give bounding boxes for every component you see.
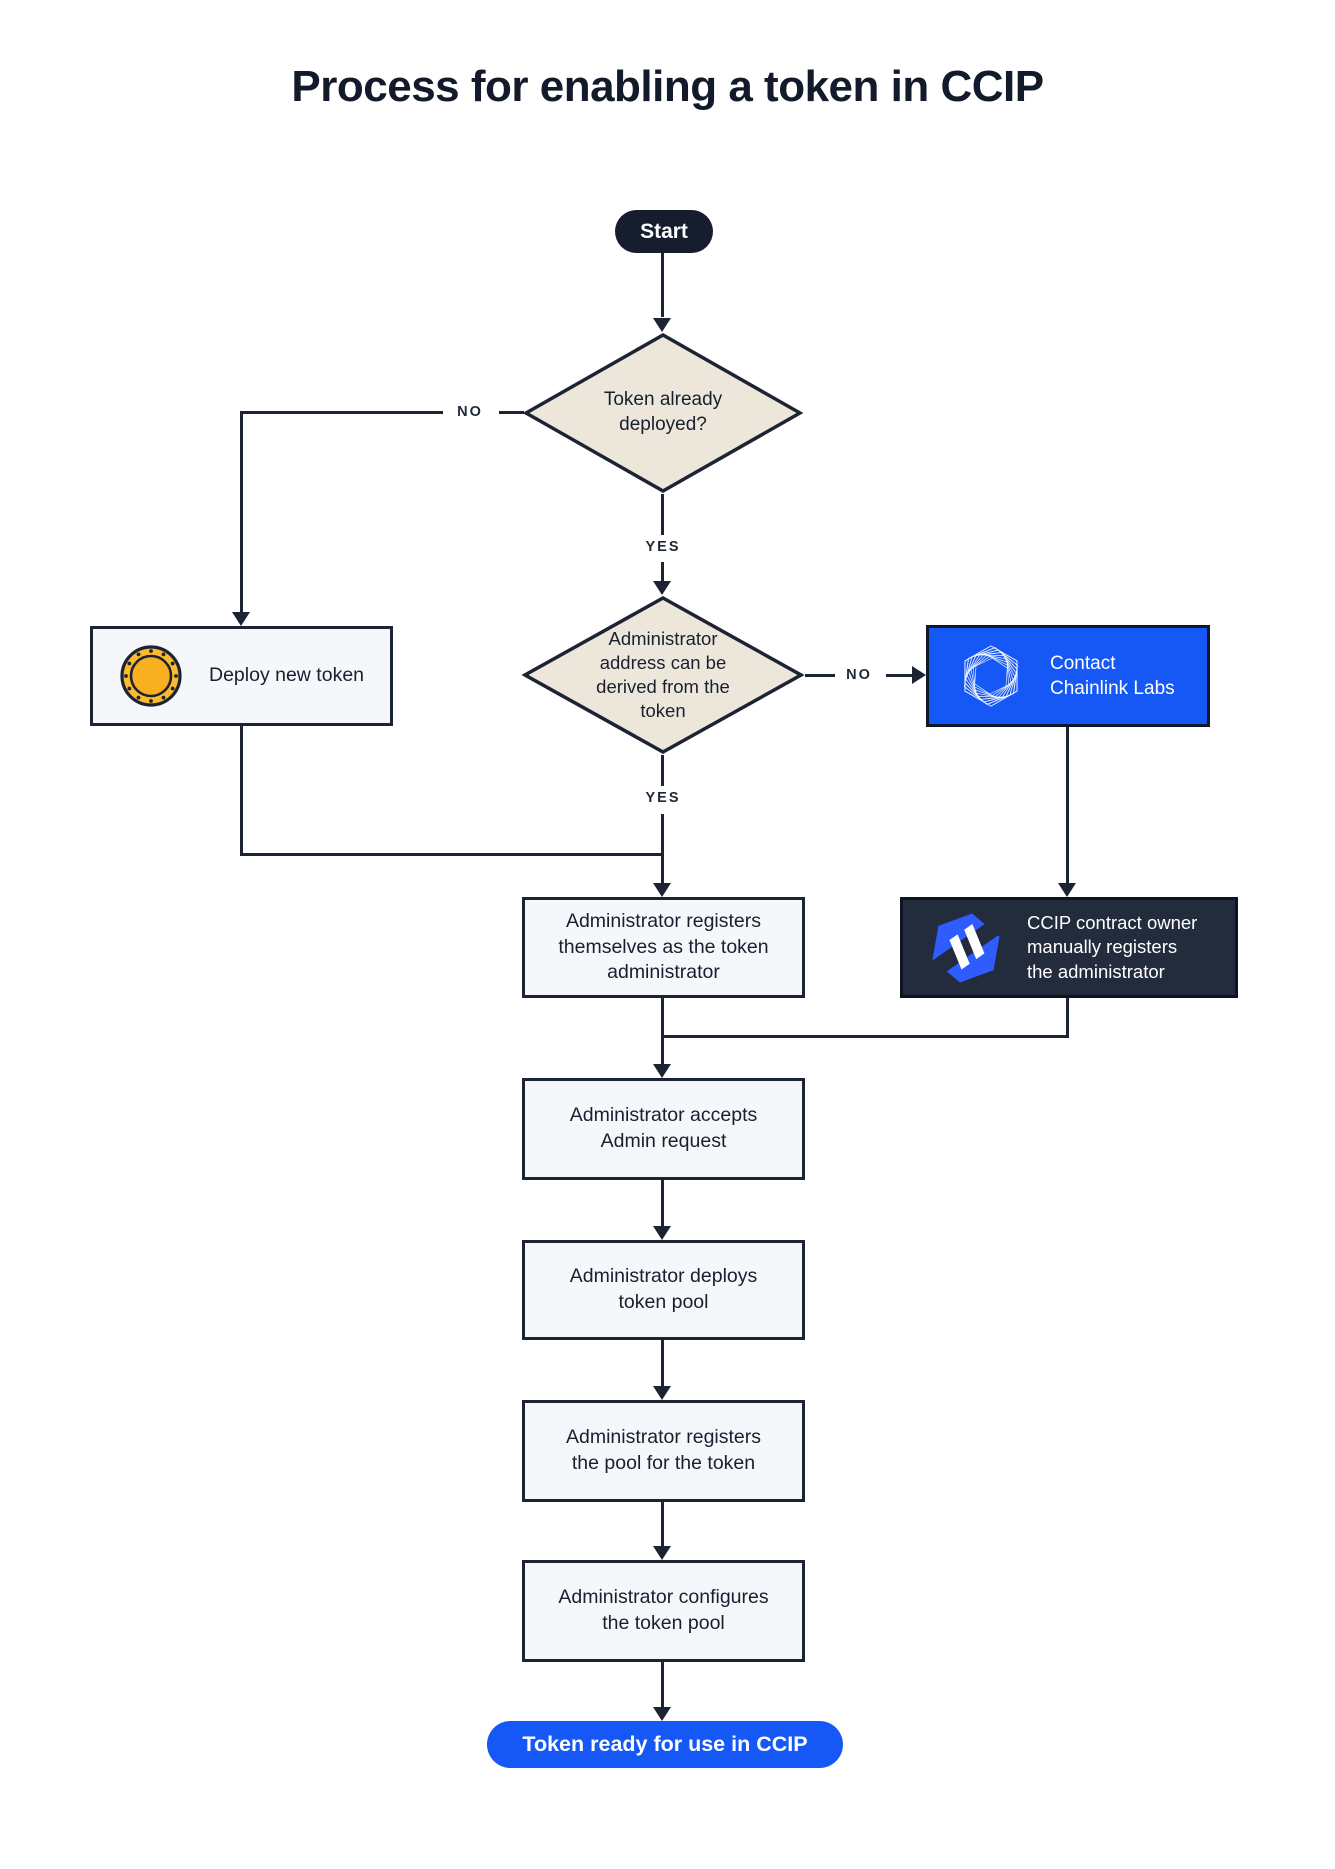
arrowhead-down (653, 1226, 671, 1240)
connector (661, 1035, 1069, 1038)
token-coin-icon (120, 645, 182, 707)
connector (661, 755, 664, 786)
arrowhead-down (653, 581, 671, 595)
edge-label-no: NO (444, 403, 496, 421)
connector (661, 1180, 664, 1226)
decision-token-deployed: Token already deployed? (523, 332, 803, 494)
decision-admin-derivable-label: Administrator address can be derived fro… (596, 627, 730, 722)
connector (661, 1340, 664, 1386)
decision-token-deployed-label: Token already deployed? (603, 389, 723, 435)
connector (241, 411, 443, 414)
process-admin-accepts: Administrator accepts Admin request (522, 1078, 805, 1180)
start-label: Start (640, 219, 688, 243)
process-deploy-new-token-label: Deploy new token (209, 664, 365, 687)
chainlink-spiral-icon (959, 643, 1023, 709)
connector (661, 1662, 664, 1707)
process-contact-chainlink-labs: Contact Chainlink Labs (926, 625, 1210, 727)
connector (886, 674, 912, 677)
connector (240, 726, 243, 856)
diamond-shape (523, 332, 803, 494)
connector (805, 674, 835, 677)
arrowhead-down (653, 1064, 671, 1078)
process-deploy-new-token: Deploy new token (90, 626, 393, 726)
process-admin-registers-pool-label: Administrator registers the pool for the… (565, 1426, 762, 1474)
process-admin-registers-self-label: Administrator registers themselves as th… (558, 909, 769, 984)
end-node-token-ready-label: Token ready for use in CCIP (522, 1732, 808, 1756)
process-admin-registers-pool: Administrator registers the pool for the… (522, 1400, 805, 1502)
connector (661, 998, 664, 1064)
process-admin-registers-self: Administrator registers themselves as th… (522, 897, 805, 998)
connector (661, 253, 664, 317)
arrowhead-down (653, 1546, 671, 1560)
arrowhead-down (653, 1386, 671, 1400)
arrowhead-down (653, 883, 671, 897)
connector (661, 814, 664, 883)
connector (661, 1502, 664, 1546)
edge-label-yes: YES (633, 789, 693, 807)
arrowhead-down (653, 1707, 671, 1721)
connector (1066, 998, 1069, 1038)
connector (499, 411, 524, 414)
arrowhead-down (653, 318, 671, 332)
edge-label-yes: YES (633, 538, 693, 556)
connector (661, 494, 664, 535)
process-ccip-owner-registers-label: CCIP contract owner manually registers t… (1027, 911, 1198, 982)
end-node-token-ready: Token ready for use in CCIP (487, 1721, 843, 1768)
arrowhead-right (912, 666, 926, 684)
page-title: Process for enabling a token in CCIP (291, 62, 1044, 111)
connector (1066, 727, 1069, 883)
process-ccip-owner-registers: CCIP contract owner manually registers t… (900, 897, 1238, 998)
edge-label-no: NO (836, 666, 882, 684)
ccip-logo-icon (927, 913, 1005, 982)
process-admin-configures-pool-label: Administrator configures the token pool (558, 1586, 769, 1634)
process-admin-deploys-pool: Administrator deploys token pool (522, 1240, 805, 1340)
process-admin-accepts-label: Administrator accepts Admin request (569, 1104, 758, 1152)
diamond-shape (522, 595, 804, 755)
connector (240, 411, 243, 613)
process-contact-chainlink-labs-label: Contact Chainlink Labs (1050, 652, 1175, 699)
connector (661, 562, 664, 581)
process-admin-configures-pool: Administrator configures the token pool (522, 1560, 805, 1662)
arrowhead-down (1058, 883, 1076, 897)
connector (240, 853, 664, 856)
arrowhead-down (232, 612, 250, 626)
start-node: Start (615, 210, 713, 253)
decision-admin-derivable: Administrator address can be derived fro… (522, 595, 804, 755)
process-admin-deploys-pool-label: Administrator deploys token pool (569, 1265, 758, 1313)
